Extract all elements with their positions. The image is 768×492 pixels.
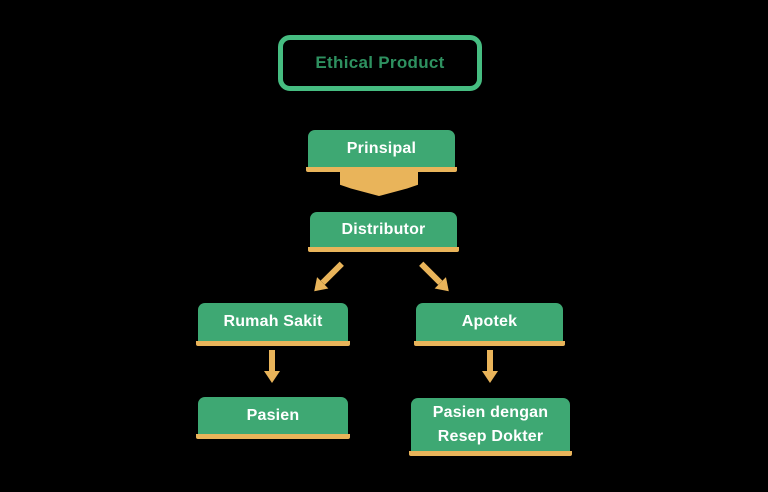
diagram-title: Ethical Product: [315, 53, 445, 72]
arrow-icon-apotek-to-pasien-resep: [482, 350, 498, 383]
node-apotek-underline: [414, 341, 565, 346]
arrow-shaft: [487, 350, 493, 371]
node-prinsipal: Prinsipal: [306, 130, 457, 172]
node-distributor: Distributor: [308, 212, 459, 252]
node-pasien: Pasien: [196, 397, 350, 439]
arrow-icon-distributor-to-apotek: [416, 258, 455, 297]
arrow-head: [482, 371, 498, 383]
title-box: Ethical Product: [278, 35, 482, 91]
node-rumah-sakit-underline: [196, 341, 350, 346]
node-distributor-underline: [308, 247, 459, 252]
node-apotek-label: Apotek: [416, 303, 563, 341]
node-pasien-resep-dokter-label: Pasien dengan Resep Dokter: [411, 398, 570, 451]
node-pasien-resep-dokter-underline: [409, 451, 572, 456]
arrow-icon-distributor-to-rumah-sakit: [308, 258, 348, 297]
node-apotek: Apotek: [414, 303, 565, 346]
node-distributor-label: Distributor: [310, 212, 457, 247]
node-prinsipal-label: Prinsipal: [308, 130, 455, 167]
node-rumah-sakit: Rumah Sakit: [196, 303, 350, 346]
node-pasien-label: Pasien: [198, 397, 348, 434]
node-pasien-underline: [196, 434, 350, 439]
arrow-icon-rumah-sakit-to-pasien: [264, 350, 280, 383]
arrow-shaft: [269, 350, 275, 371]
node-rumah-sakit-label: Rumah Sakit: [198, 303, 348, 341]
node-pasien-resep-dokter: Pasien dengan Resep Dokter: [409, 398, 572, 456]
node-prinsipal-underline: [306, 167, 457, 172]
banner-chevron-prinsipal-to-distributor: [340, 171, 418, 196]
arrow-shaft: [320, 261, 344, 285]
arrow-shaft: [419, 261, 443, 285]
arrow-head: [264, 371, 280, 383]
